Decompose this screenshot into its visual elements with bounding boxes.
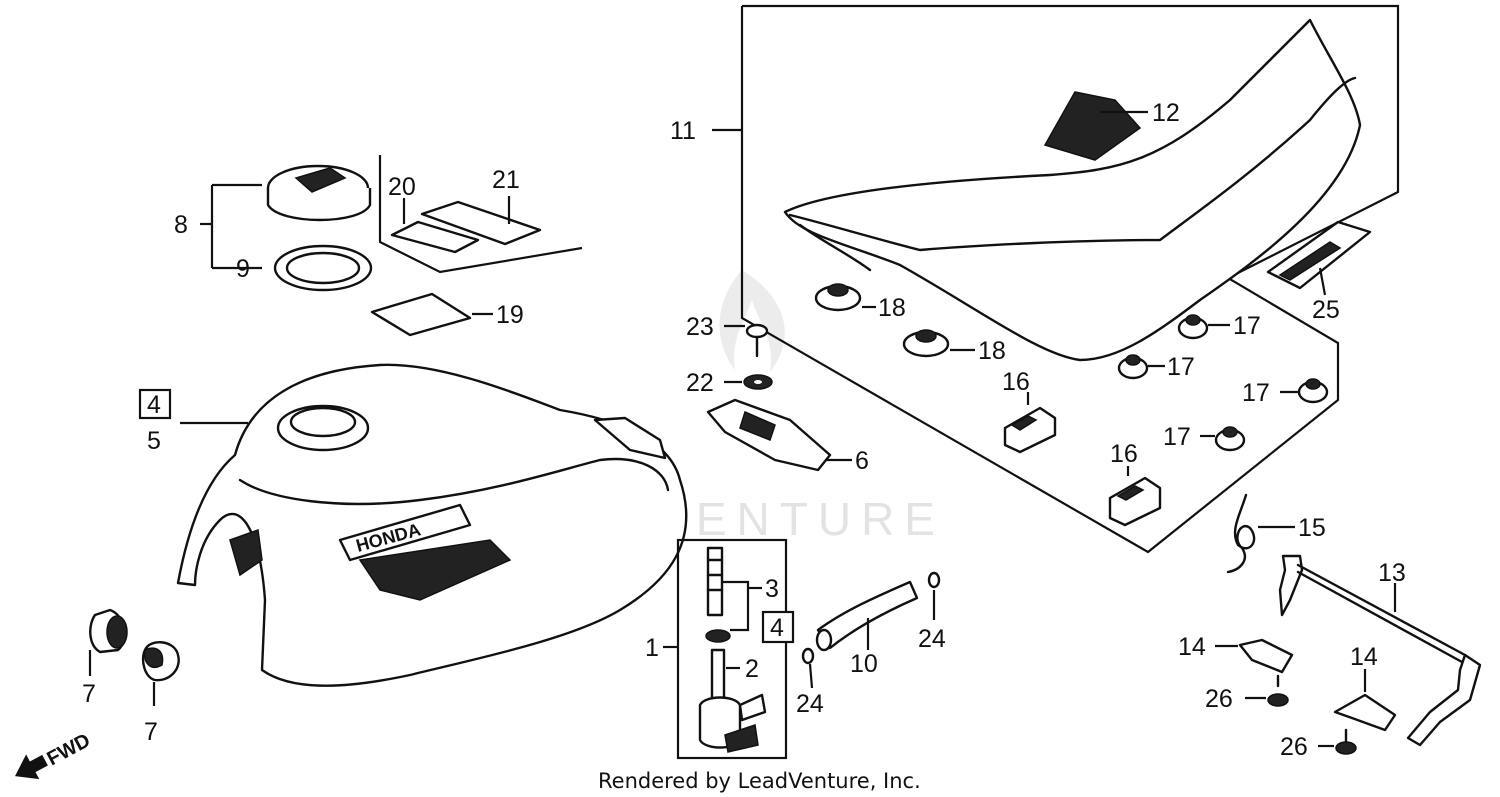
svg-text:19: 19 [496,301,524,329]
svg-text:12: 12 [1152,99,1180,127]
svg-text:17: 17 [1163,423,1191,451]
bracket-16a: 16 [1002,368,1057,454]
svg-text:22: 22 [686,369,714,397]
callout-11: 11 [670,117,742,145]
cushion-18a: 18 [814,283,906,322]
svg-text:4: 4 [147,391,161,419]
washer-22: 22 [686,369,773,397]
svg-text:1: 1 [645,634,659,662]
svg-text:4: 4 [770,614,784,642]
bracket-6: 6 [706,398,869,475]
fuel-valve-group-outline [676,538,788,760]
svg-text:10: 10 [850,650,878,678]
cushion-17a: 17 [1177,312,1261,340]
callout-4-box-tank: 4 5 [138,388,172,455]
svg-text:26: 26 [1280,733,1308,761]
svg-text:2: 2 [745,655,759,683]
bolt-26a: 26 [1205,674,1289,713]
svg-text:16: 16 [1110,440,1138,468]
svg-text:26: 26 [1205,685,1233,713]
clip-24b: 24 [918,571,946,653]
svg-text:5: 5 [147,427,161,455]
fuel-cap-8: 8 [174,164,372,268]
svg-text:6: 6 [855,447,869,475]
bolt-26b: 26 [1280,728,1357,761]
svg-text:16: 16 [1002,368,1030,396]
seat [783,18,1362,362]
svg-text:9: 9 [236,255,250,283]
svg-text:23: 23 [686,313,714,341]
seat-bracket-25: 25 [1266,220,1372,324]
callout-4-box-valve: 4 [761,610,795,644]
fwd-label: FWD [43,729,94,770]
svg-text:17: 17 [1242,379,1270,407]
label-group-20-21: 20 21 [378,155,583,274]
grommet-7b: 7 [141,641,180,746]
svg-text:18: 18 [978,337,1006,365]
cushion-17c: 17 [1242,378,1329,407]
svg-text:21: 21 [492,166,520,194]
cushion-17d: 17 [1163,423,1246,452]
svg-text:14: 14 [1178,633,1206,661]
svg-text:13: 13 [1378,559,1406,587]
svg-text:24: 24 [796,690,824,718]
cushion-17b: 17 [1117,353,1195,381]
callout-3: 3 [722,575,779,632]
plate-14a: 14 [1178,633,1294,674]
svg-text:17: 17 [1167,353,1195,381]
callout-12: 12 [1100,99,1180,127]
svg-text:20: 20 [388,173,416,201]
svg-text:17: 17 [1233,312,1261,340]
bracket-16b: 16 [1108,440,1162,527]
grommet-7a: 7 [82,608,128,708]
gasket-9: 9 [212,244,373,292]
cushion-18b: 18 [902,329,1006,365]
callout-1: 1 [645,634,678,662]
seat-group-outline [740,4,1400,554]
clip-24a: 24 [796,647,824,718]
svg-text:11: 11 [670,117,696,145]
label-19: 19 [370,292,524,337]
svg-text:7: 7 [144,718,158,746]
fuel-valve [698,546,767,753]
svg-text:7: 7 [82,680,96,708]
forward-arrow: FWD [15,729,94,780]
footer-credit: Rendered by LeadVenture, Inc. [598,769,921,793]
svg-text:3: 3 [765,575,779,603]
callout-2: 2 [726,655,759,683]
svg-text:24: 24 [918,625,946,653]
fuel-tank-5: HONDA [176,363,688,687]
bolt-23: 23 [686,313,769,358]
svg-text:25: 25 [1312,296,1340,324]
seat-lock-rod-13: 13 [1278,554,1482,747]
spring-15: 15 [1226,493,1326,574]
svg-text:18: 18 [878,294,906,322]
plate-14b: 14 [1333,643,1397,732]
svg-text:8: 8 [174,211,188,239]
fuel-hose-10: 10 [815,580,919,678]
svg-text:14: 14 [1350,643,1378,671]
svg-text:15: 15 [1298,514,1326,542]
